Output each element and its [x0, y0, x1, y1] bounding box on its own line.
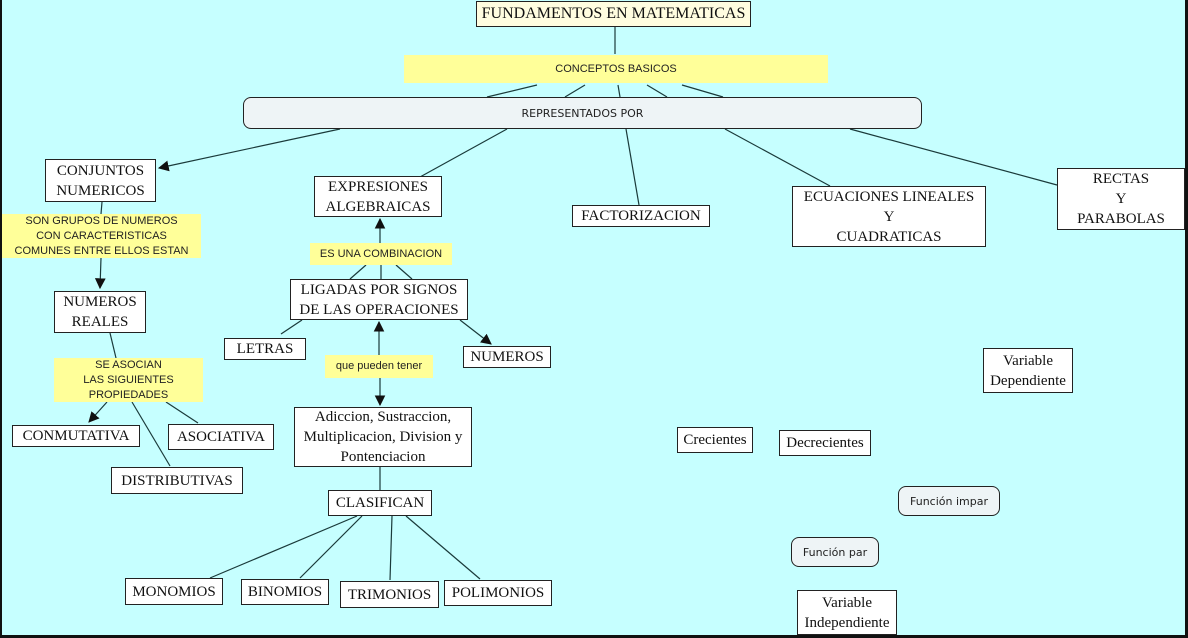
node-trimonios[interactable]: TRIMONIOS	[340, 581, 439, 608]
link-label-son-grupos[interactable]: SON GRUPOS DE NUMEROS CON CARACTERISTICA…	[2, 214, 201, 258]
node-conmutativa[interactable]: CONMUTATIVA	[12, 425, 140, 447]
connector	[109, 332, 117, 359]
hub-representados-por[interactable]: REPRESENTADOS POR	[243, 97, 922, 129]
node-variable-independiente[interactable]: Variable Independiente	[797, 590, 897, 635]
connector	[849, 128, 1058, 186]
node-crecientes[interactable]: Crecientes	[677, 427, 753, 453]
node-numeros-reales[interactable]: NUMEROS REALES	[54, 291, 146, 333]
link-label-que-pueden-tener[interactable]: que pueden tener	[325, 355, 433, 378]
node-operaciones[interactable]: Adiccion, Sustraccion, Multiplicacion, D…	[294, 407, 472, 467]
connector	[299, 515, 363, 579]
link-label-conceptos-basicos[interactable]: CONCEPTOS BASICOS	[404, 55, 828, 83]
link-label-se-asocian[interactable]: SE ASOCIAN LAS SIGUIENTES PROPIEDADES	[54, 358, 203, 402]
connector	[564, 84, 586, 98]
node-conjuntos-numericos[interactable]: CONJUNTOS NUMERICOS	[45, 159, 156, 202]
node-asociativa[interactable]: ASOCIATIVA	[168, 424, 274, 450]
connector-arrow	[459, 319, 492, 345]
connector	[646, 84, 668, 98]
node-binomios[interactable]: BINOMIOS	[241, 579, 329, 605]
connector	[280, 319, 303, 335]
connector	[131, 401, 171, 467]
node-polimonios[interactable]: POLIMONIOS	[444, 580, 552, 606]
connector	[681, 84, 724, 98]
node-distributivas[interactable]: DISTRIBUTIVAS	[111, 467, 243, 494]
connector	[389, 515, 393, 581]
link-label-es-una-combinacion[interactable]: ES UNA COMBINACION	[310, 243, 452, 265]
connector	[486, 84, 538, 98]
connector-arrow	[94, 257, 106, 290]
node-clasifican[interactable]: CLASIFICAN	[328, 490, 432, 516]
connector	[349, 264, 367, 280]
node-expresiones-algebraicas[interactable]: EXPRESIONES ALGEBRAICAS	[314, 176, 442, 217]
connector	[419, 128, 508, 178]
node-funcion-par[interactable]: Función par	[791, 537, 879, 567]
connector	[617, 84, 621, 98]
connector	[165, 401, 199, 424]
node-factorizacion[interactable]: FACTORIZACION	[572, 205, 710, 227]
connector	[209, 515, 358, 579]
node-letras[interactable]: LETRAS	[224, 338, 306, 360]
node-ligadas-por-signos[interactable]: LIGADAS POR SIGNOS DE LAS OPERACIONES	[290, 279, 468, 320]
node-decrecientes[interactable]: Decrecientes	[779, 430, 871, 456]
connector	[100, 201, 103, 215]
connector	[405, 515, 481, 580]
node-monomios[interactable]: MONOMIOS	[125, 578, 223, 605]
connector-arrow	[157, 128, 341, 172]
map-title[interactable]: FUNDAMENTOS EN MATEMATICAS	[476, 1, 751, 27]
node-ecuaciones[interactable]: ECUACIONES LINEALES Y CUADRATICAS	[792, 186, 986, 247]
node-variable-dependiente[interactable]: Variable Dependiente	[983, 348, 1073, 393]
connector	[625, 128, 640, 206]
node-funcion-impar[interactable]: Función impar	[898, 486, 1000, 516]
connector	[395, 264, 413, 280]
node-numeros[interactable]: NUMEROS	[463, 346, 551, 368]
connector	[724, 128, 831, 187]
connector-arrow	[88, 401, 108, 423]
node-rectas-parabolas[interactable]: RECTAS Y PARABOLAS	[1057, 168, 1185, 230]
